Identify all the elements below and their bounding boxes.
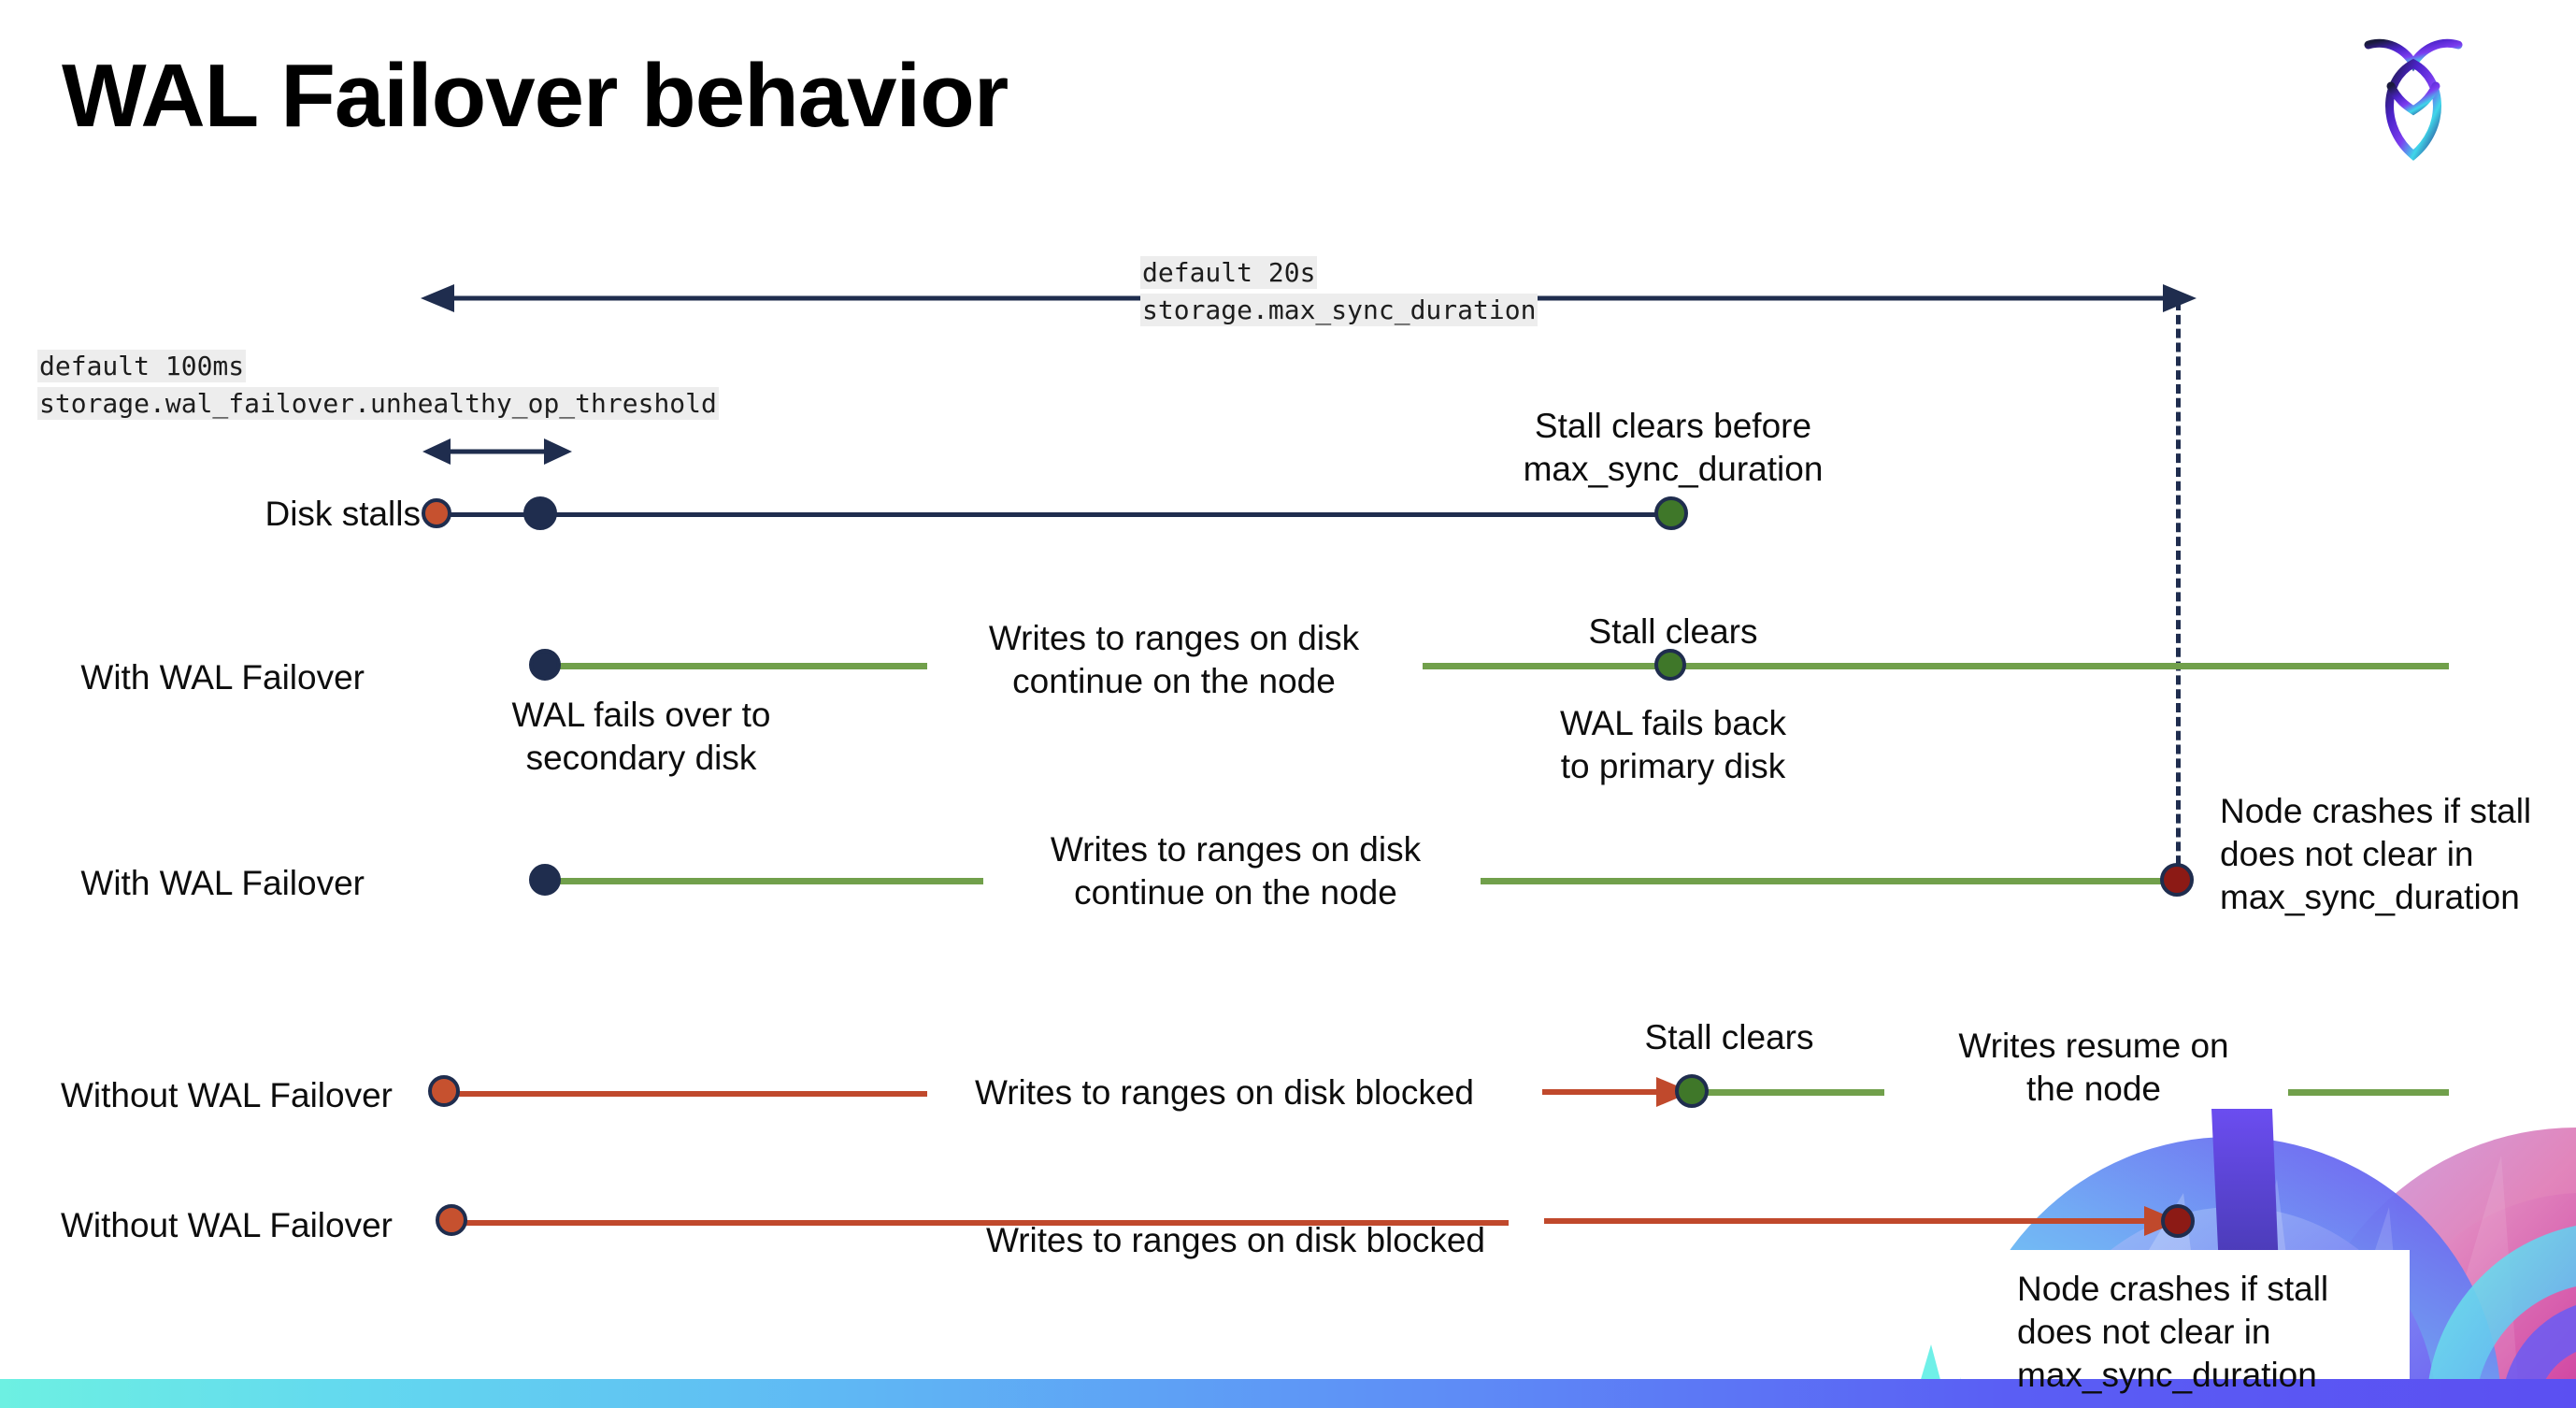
note-stall-clears-2: Stall clears xyxy=(1644,1018,1814,1056)
with-wal-failover-crash-start-dot xyxy=(529,864,561,896)
disk-stall-start-dot xyxy=(422,498,451,528)
with-wal-failover-clears-track-b xyxy=(1423,663,2449,669)
row-label-without-wal-failover-crash: Without WAL Failover xyxy=(60,1206,393,1244)
disk-stall-failover-dot xyxy=(523,496,557,530)
with-wal-failover-clears-track-a xyxy=(553,663,927,669)
note-wal-fails-over: WAL fails over to secondary disk xyxy=(511,696,771,777)
note-stall-clears-1: Stall clears xyxy=(1588,612,1758,651)
without-wal-failover-clears-arrow xyxy=(1542,1077,1692,1107)
with-wal-failover-crash-track-a xyxy=(553,878,983,884)
without-wal-failover-clears-clear-dot xyxy=(1675,1074,1709,1108)
row-label-without-wal-failover-clears: Without WAL Failover xyxy=(60,1076,393,1114)
disk-stall-clear-dot xyxy=(1654,496,1688,530)
note-node-crashes-1: Node crashes if stall does not clear in … xyxy=(2220,792,2532,916)
max-sync-default-text: default 20s xyxy=(1140,256,1318,289)
note-writes-resume: Writes resume on the node xyxy=(1958,1027,2229,1108)
max-sync-setting-text: storage.max_sync_duration xyxy=(1140,293,1538,326)
note-writes-continue-1: Writes to ranges on disk continue on the… xyxy=(988,619,1360,700)
max-sync-duration-label: default 20s storage.max_sync_duration xyxy=(1140,254,1538,329)
with-wal-failover-crash-node-crash-dot xyxy=(2160,863,2194,897)
disk-stalls-track xyxy=(439,512,1682,517)
note-writes-blocked-1: Writes to ranges on disk blocked xyxy=(974,1073,1475,1112)
unhealthy-op-setting-text: storage.wal_failover.unhealthy_op_thresh… xyxy=(37,386,719,420)
without-wal-failover-crash-node-crash-dot xyxy=(2161,1204,2195,1238)
row-label-disk-stalls: Disk stalls xyxy=(265,495,421,533)
note-writes-blocked-2: Writes to ranges on disk blocked xyxy=(985,1221,1486,1259)
with-wal-failover-crash-track-b xyxy=(1481,878,2182,884)
row-label-with-wal-failover-crash: With WAL Failover xyxy=(80,864,365,902)
row-label-with-wal-failover-clears: With WAL Failover xyxy=(80,658,365,697)
without-wal-failover-clears-track-c xyxy=(2288,1089,2449,1096)
unhealthy-op-threshold-label: default 100ms storage.wal_failover.unhea… xyxy=(37,348,719,423)
unhealthy-op-default-text: default 100ms xyxy=(37,350,247,382)
without-wal-failover-crash-start-dot xyxy=(436,1204,467,1236)
page-title: WAL Failover behavior xyxy=(62,46,1009,146)
with-wal-failover-clears-start-dot xyxy=(529,649,561,681)
without-wal-failover-clears-track-b xyxy=(1701,1089,1884,1096)
note-writes-continue-2: Writes to ranges on disk continue on the… xyxy=(1050,830,1422,912)
without-wal-failover-crash-arrow xyxy=(1544,1206,2180,1236)
note-wal-fails-back: WAL fails back to primary disk xyxy=(1560,704,1786,785)
cockroachdb-logo-icon xyxy=(2364,38,2463,161)
note-node-crashes-2: Node crashes if stall does not clear in … xyxy=(2017,1270,2329,1394)
bottom-gradient-bar xyxy=(0,1379,2576,1408)
unhealthy-op-threshold-arrow xyxy=(422,438,572,465)
with-wal-failover-clears-clear-dot xyxy=(1654,649,1686,681)
without-wal-failover-clears-track-a xyxy=(456,1091,927,1097)
dashed-connector-line xyxy=(2176,301,2181,879)
without-wal-failover-clears-start-dot xyxy=(428,1075,460,1107)
without-wal-failover-crash-track-a xyxy=(464,1220,1509,1226)
note-stall-clears-before-max-sync: Stall clears before max_sync_duration xyxy=(1523,407,1824,488)
